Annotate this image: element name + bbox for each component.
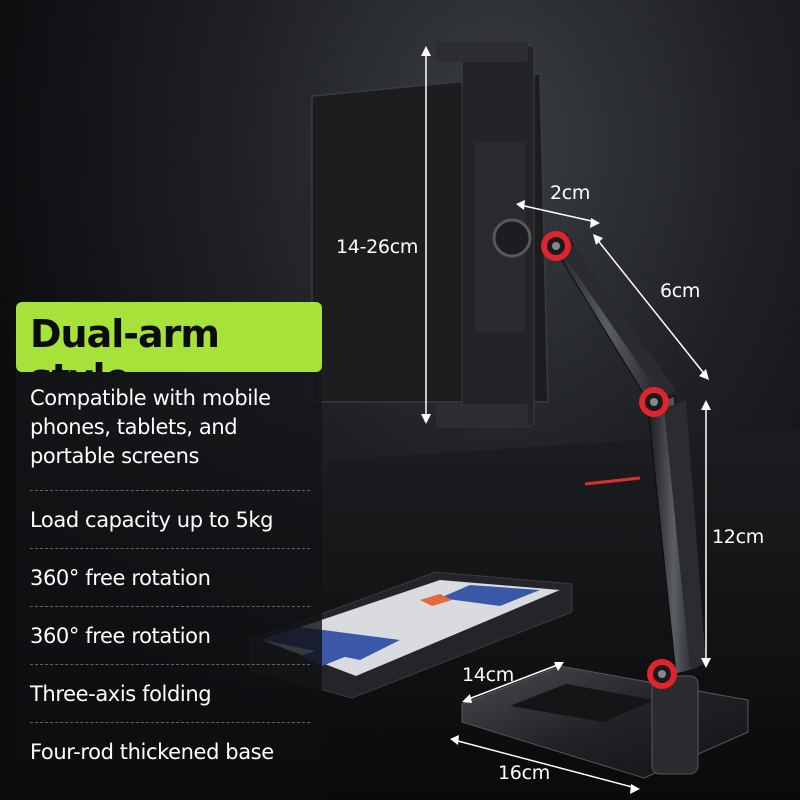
base-width-label: 14cm [462, 664, 514, 686]
joint-offset-label: 2cm [550, 182, 591, 204]
clamp-range-label: 14-26cm [336, 236, 419, 258]
joint-middle [639, 387, 669, 417]
divider [30, 722, 310, 723]
joint-top [541, 231, 571, 261]
features-panel: Compatible with mobile phones, tablets, … [16, 372, 322, 800]
rotation-knob [492, 218, 532, 258]
feature-base: Four-rod thickened base [30, 740, 274, 764]
base-length-label: 16cm [498, 762, 550, 784]
divider [30, 606, 310, 607]
feature-folding: Three-axis folding [30, 682, 212, 706]
base-post [651, 675, 699, 775]
joint-offset-arrow [519, 204, 597, 223]
base-width-arrow [465, 663, 561, 701]
upper-arm-label: 6cm [660, 280, 701, 302]
feature-rotation: 360° free rotation [30, 566, 211, 590]
divider [30, 490, 310, 491]
clamp-bottom-jaw [436, 404, 528, 428]
desk-red-accent [584, 476, 641, 486]
feature-rotation-2: 360° free rotation [30, 624, 211, 648]
feature-load-capacity: Load capacity up to 5kg [30, 508, 274, 532]
lower-arm-label: 12cm [712, 526, 764, 548]
base-cutout [510, 684, 654, 722]
headline-badge: Dual-arm style [16, 302, 322, 400]
joint-bottom [647, 659, 677, 689]
divider [30, 548, 310, 549]
compatibility-description: Compatible with mobile phones, tablets, … [30, 386, 271, 468]
base-length-arrow [453, 739, 637, 789]
divider [30, 664, 310, 665]
clamp-top-jaw [436, 42, 528, 62]
upper-arm-arrow [595, 237, 707, 377]
